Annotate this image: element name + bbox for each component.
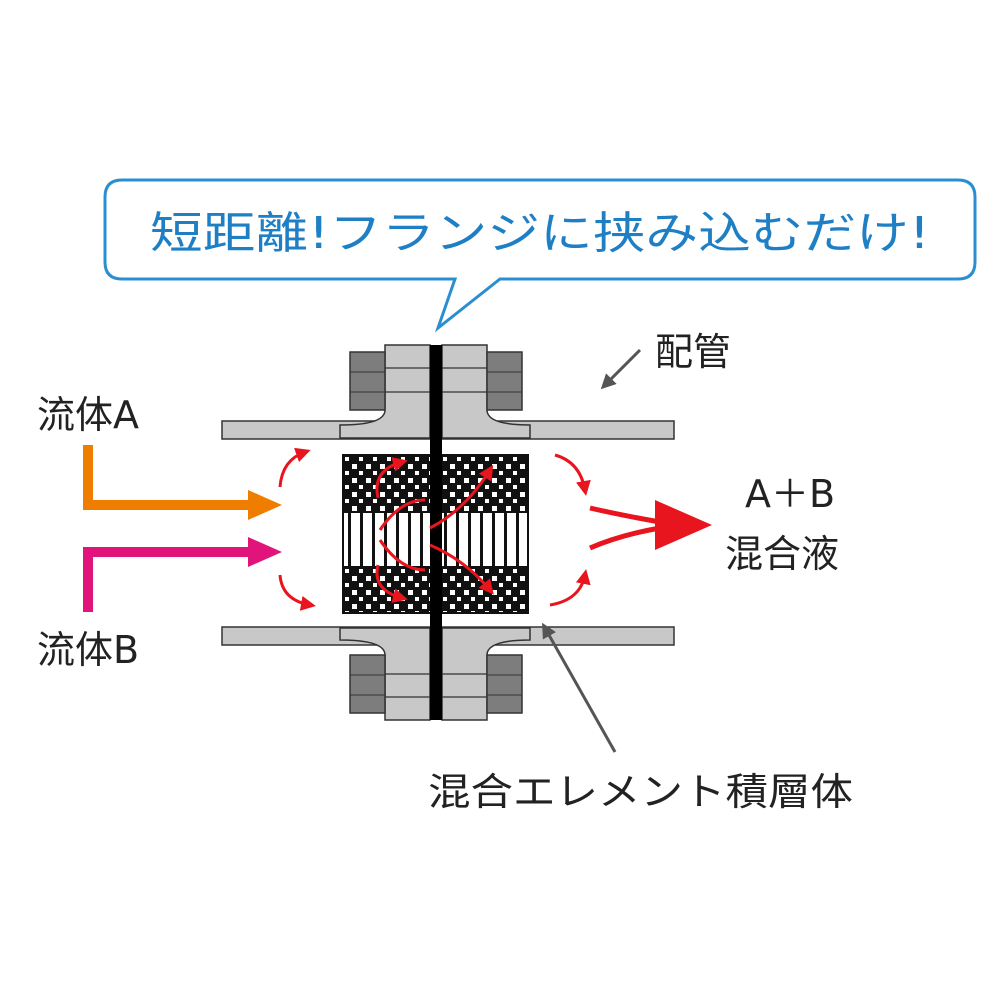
pipe-leader-line [600, 348, 642, 390]
label-pipe: 配管 [655, 330, 731, 374]
label-output-liquid: 混合液 [725, 532, 839, 576]
internal-flow-arrows [375, 457, 494, 603]
label-fluid-a: 流体A [37, 393, 139, 437]
bolt-top-left [349, 351, 386, 411]
gasket-bar [430, 345, 442, 720]
fluid-b-arrow [83, 537, 282, 612]
bolt-bottom-left [349, 654, 386, 714]
label-fluid-b: 流体B [37, 628, 139, 672]
speech-bubble: 短距離!フランジに挟み込むだけ! [103, 178, 977, 333]
label-output-mix: A＋B [745, 472, 835, 516]
flange-bottom [339, 627, 531, 721]
bubble-text: 短距離!フランジに挟み込むだけ! [150, 208, 930, 259]
label-mixing-element: 混合エレメント積層体 [428, 770, 853, 814]
flange-top [339, 344, 531, 439]
inlet-flow-arrows [278, 447, 316, 611]
output-arrow [589, 500, 712, 551]
bubble-outline [103, 178, 977, 333]
outlet-flow-arrows [549, 453, 591, 607]
element-leader-line [542, 622, 617, 753]
fluid-a-arrow [83, 445, 282, 520]
bolt-top-right [486, 351, 523, 411]
bolt-bottom-right [486, 654, 523, 714]
